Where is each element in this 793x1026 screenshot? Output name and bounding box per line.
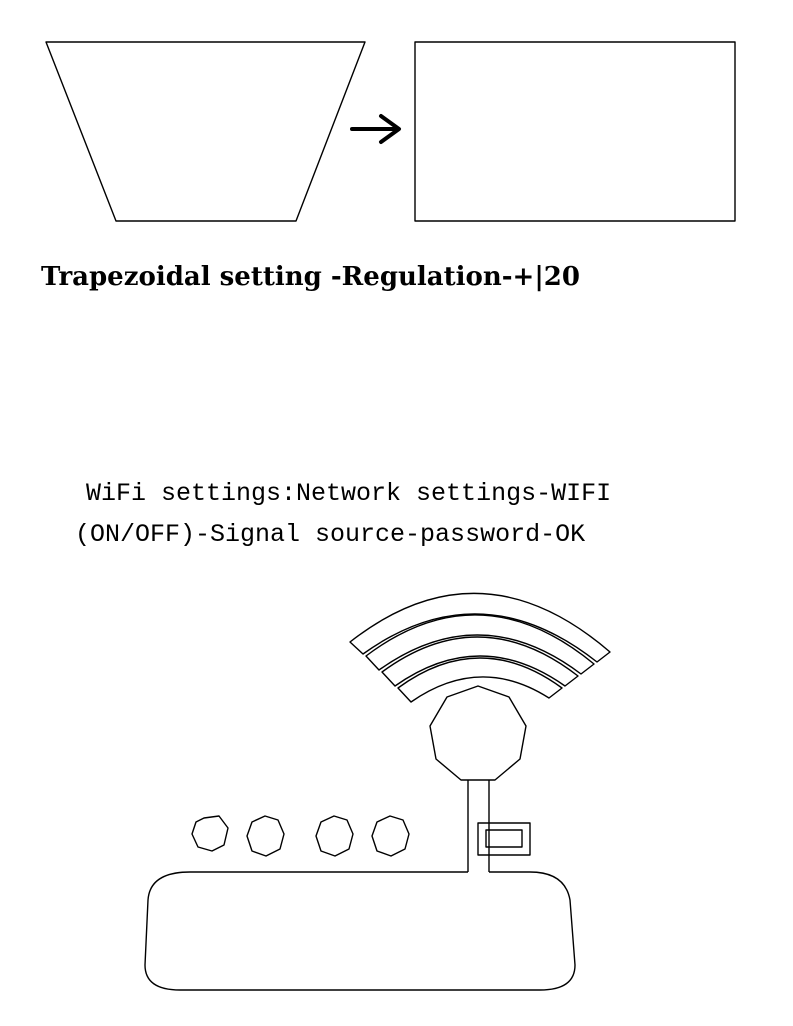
trapezoid-screen-icon bbox=[46, 42, 365, 221]
keystone-illustration bbox=[46, 42, 735, 221]
port-icon bbox=[247, 816, 284, 856]
router-body-icon bbox=[145, 872, 575, 990]
right-arrow-icon bbox=[352, 116, 399, 142]
rectangle-screen-icon bbox=[415, 42, 735, 221]
port-icon bbox=[192, 816, 228, 851]
port-icon bbox=[372, 816, 409, 856]
signal-waves-icon bbox=[350, 593, 610, 702]
port-icon bbox=[316, 816, 353, 856]
wifi-caption-line2: (ON/OFF)-Signal source-password-OK bbox=[75, 520, 585, 549]
wifi-router-icon bbox=[145, 593, 610, 990]
wifi-caption-line1: WiFi settings:Network settings-WIFI bbox=[86, 479, 611, 508]
antenna-head-icon bbox=[430, 686, 526, 780]
power-switch-icon bbox=[478, 823, 530, 855]
router-ports bbox=[192, 816, 409, 856]
keystone-caption: Trapezoidal setting -Regulation-+|20 bbox=[41, 262, 580, 292]
